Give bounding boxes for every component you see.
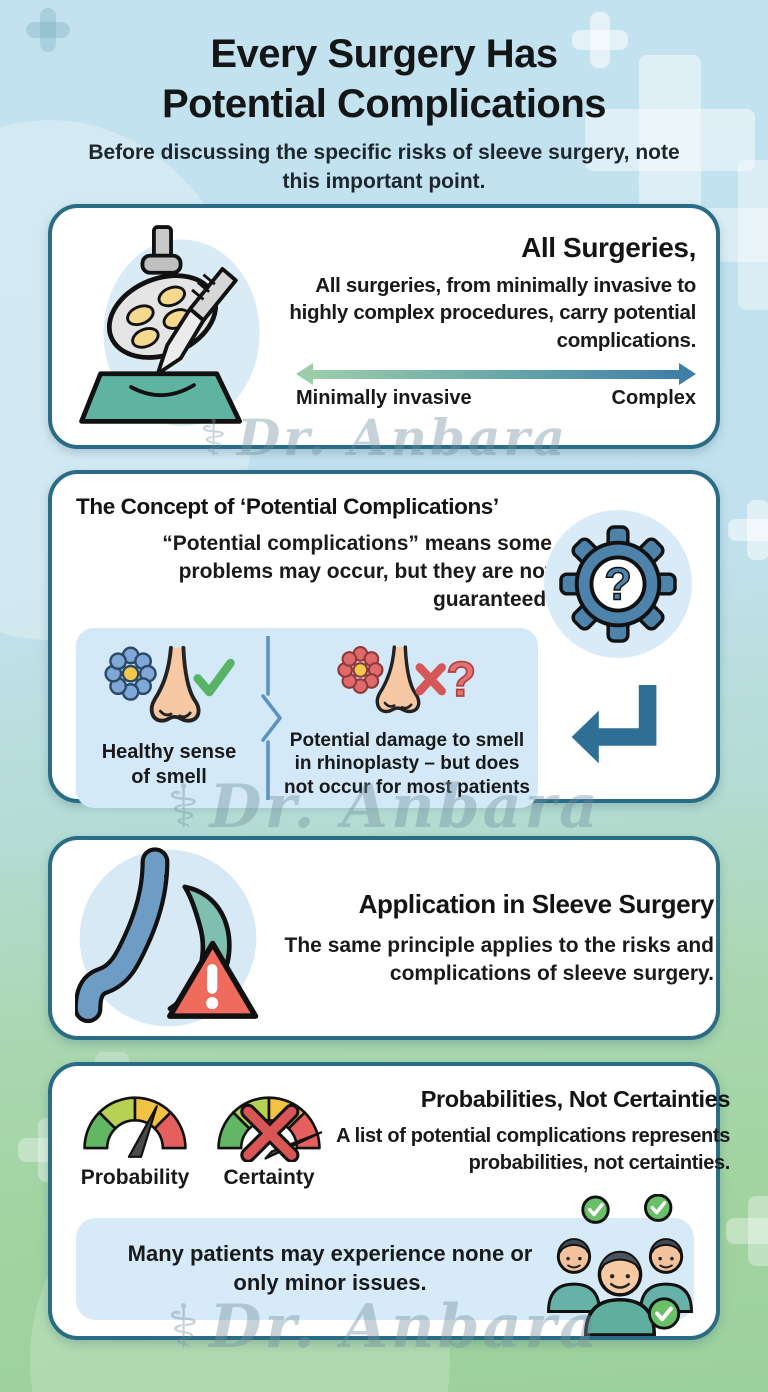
card3-title: Application in Sleeve Surgery <box>358 888 715 919</box>
medical-cross-shape <box>728 500 768 560</box>
card1-title: All Surgeries, <box>521 232 696 263</box>
patients-checkmarks-icon <box>547 1193 693 1337</box>
medical-cross-shape <box>726 1196 768 1266</box>
card-probabilities: Probability Certainty <box>48 1062 730 1340</box>
card-application: Application in Sleeve Surgery The same p… <box>48 836 720 1040</box>
gauges: Probability Certainty <box>74 1082 330 1190</box>
patients-illustration <box>536 1193 704 1337</box>
medical-cross-shape <box>26 8 70 52</box>
card1-body: All surgeries, from minimally invasive t… <box>289 274 696 352</box>
probability-gauge: Probability <box>74 1082 196 1190</box>
medical-cross-shape <box>585 55 755 225</box>
divider-chevron-icon <box>256 635 282 800</box>
surgical-lamp-scalpel-icon <box>79 224 260 426</box>
card3-body: The same principle applies to the risks … <box>284 933 714 985</box>
damaged-smell-label: Potential damage to smell in rhinoplasty… <box>284 729 530 799</box>
card-concept: The Concept of ‘Potential Complications’… <box>48 470 720 808</box>
gear-question-icon: ? <box>559 525 677 643</box>
damaged-smell-item: ? Potential damage to smell in rhinoplas… <box>282 636 532 800</box>
card2-body: “Potential complications” means some pro… <box>162 532 552 611</box>
scale-arrow-icon <box>296 362 696 385</box>
page-subtitle: Before discussing the specific risks of … <box>88 141 680 193</box>
healthy-smell-label: Healthy sense of smell <box>101 740 237 788</box>
gear-question-glyph: ? <box>604 559 632 610</box>
reassurance-note: Many patients may experience none or onl… <box>127 1241 533 1295</box>
surgery-illustration <box>68 222 276 433</box>
stomach-sleeve-warning-icon <box>75 847 259 1027</box>
smell-comparison-panel: Healthy sense of smell <box>76 627 538 808</box>
scale-right-label: Complex <box>611 386 696 409</box>
page-title-line2: Potential Complications <box>161 81 607 126</box>
card4-body: A list of potential complications repres… <box>336 1125 730 1174</box>
gauge-label: Certainty <box>223 1166 315 1189</box>
gauge-label: Probability <box>80 1166 190 1189</box>
reassurance-panel: Many patients may experience none or onl… <box>76 1218 694 1320</box>
page-title: Every Surgery Has Potential Complication… <box>0 30 768 129</box>
sleeve-illustration <box>70 845 266 1031</box>
gauge-certainty-icon <box>217 1096 323 1162</box>
medical-cross-shape <box>572 12 628 68</box>
certainty-gauge: Certainty <box>208 1082 330 1190</box>
page-title-line1: Every Surgery Has <box>210 32 558 76</box>
healthy-nose-icon <box>104 645 235 723</box>
card2-title: The Concept of ‘Potential Complications’ <box>76 494 499 519</box>
gauge-probability-icon <box>83 1096 187 1158</box>
card4-title: Probabilities, Not Certainties <box>420 1086 731 1112</box>
gear-question-badge: ? <box>544 510 692 658</box>
card-all-surgeries: All Surgeries, All surgeries, from minim… <box>48 204 720 449</box>
damaged-nose-icon: ? <box>337 645 477 713</box>
medical-cross-shape <box>690 160 768 310</box>
bent-arrow-icon <box>571 685 657 764</box>
complexity-scale: Minimally invasive Complex <box>296 362 696 410</box>
healthy-smell-item: Healthy sense of smell <box>82 636 256 800</box>
question-glyph: ? <box>446 653 476 707</box>
scale-left-label: Minimally invasive <box>296 386 472 409</box>
header: Every Surgery Has Potential Complication… <box>0 30 768 196</box>
